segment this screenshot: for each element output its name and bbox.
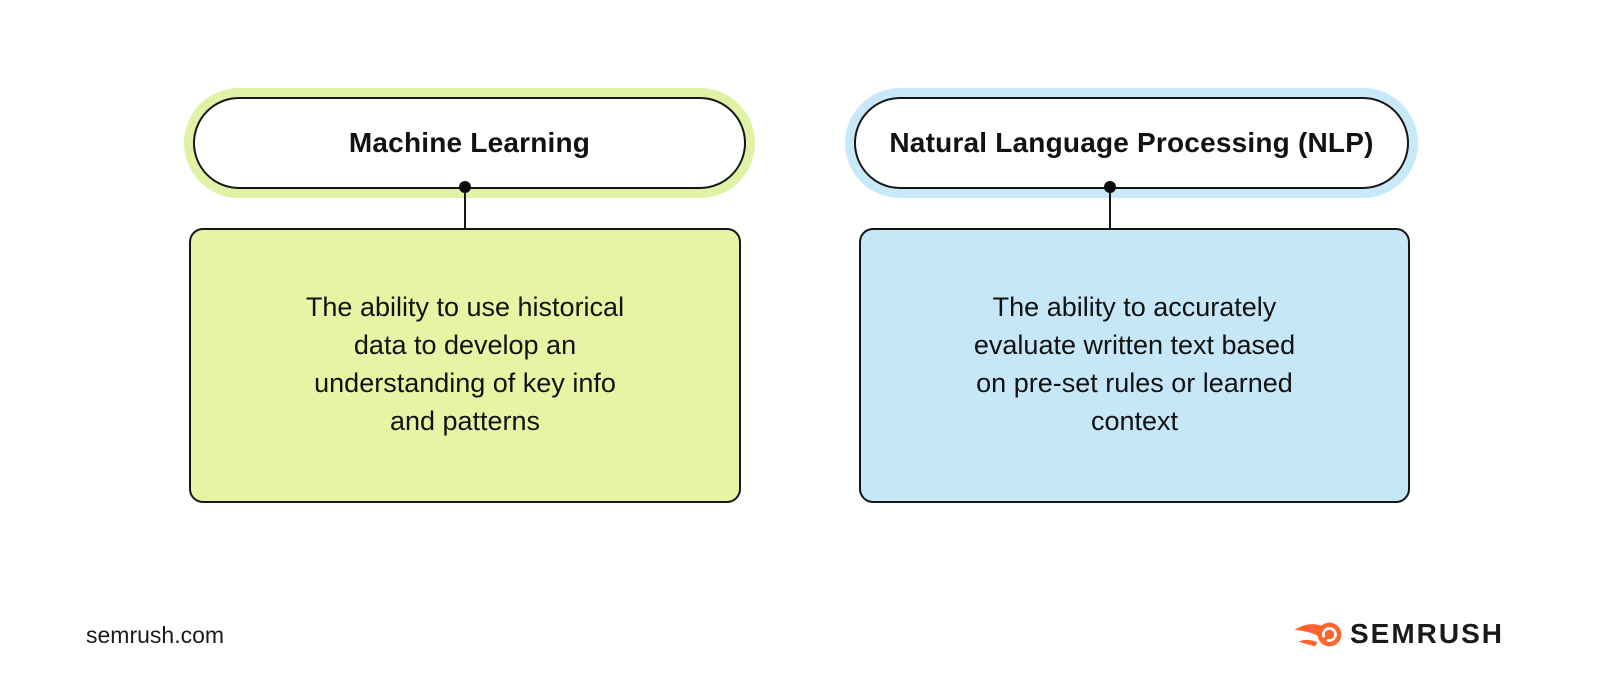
- card-machine-learning-body: The ability to use historical data to de…: [306, 288, 624, 444]
- connector-line-machine-learning: [464, 187, 466, 228]
- semrush-wordmark: SEMRUSH: [1350, 618, 1505, 649]
- card-body-line: and patterns: [389, 405, 541, 436]
- node-nlp-inner: Natural Language Processing (NLP): [854, 97, 1409, 189]
- semrush-logo: SEMRUSH: [1294, 617, 1504, 651]
- connector-dot-nlp: [1104, 181, 1116, 193]
- card-body-line: on pre-set rules or learned: [976, 367, 1293, 398]
- node-title-nlp: Natural Language Processing (NLP): [889, 127, 1374, 158]
- card-body-line: context: [1090, 405, 1179, 436]
- card-body-line: The ability to accurately: [992, 291, 1277, 322]
- card-body-line: evaluate written text based: [973, 329, 1296, 360]
- node-nlp: Natural Language Processing (NLP): [845, 88, 1418, 198]
- card-body-line: understanding of key info: [314, 367, 616, 398]
- card-machine-learning: The ability to use historical data to de…: [189, 228, 741, 503]
- card-nlp: The ability to accurately evaluate writt…: [859, 228, 1410, 503]
- card-nlp-body: The ability to accurately evaluate writt…: [974, 288, 1295, 444]
- semrush-flame-icon: [1294, 622, 1342, 647]
- connector-dot-machine-learning: [459, 181, 471, 193]
- node-machine-learning-inner: Machine Learning: [193, 97, 746, 189]
- source-url: semrush.com: [86, 622, 225, 648]
- node-title-machine-learning: Machine Learning: [348, 127, 591, 158]
- node-machine-learning: Machine Learning: [184, 88, 755, 198]
- card-body-line: data to develop an: [353, 329, 577, 360]
- card-body-line: The ability to use historical: [305, 291, 625, 322]
- connector-line-nlp: [1109, 187, 1111, 228]
